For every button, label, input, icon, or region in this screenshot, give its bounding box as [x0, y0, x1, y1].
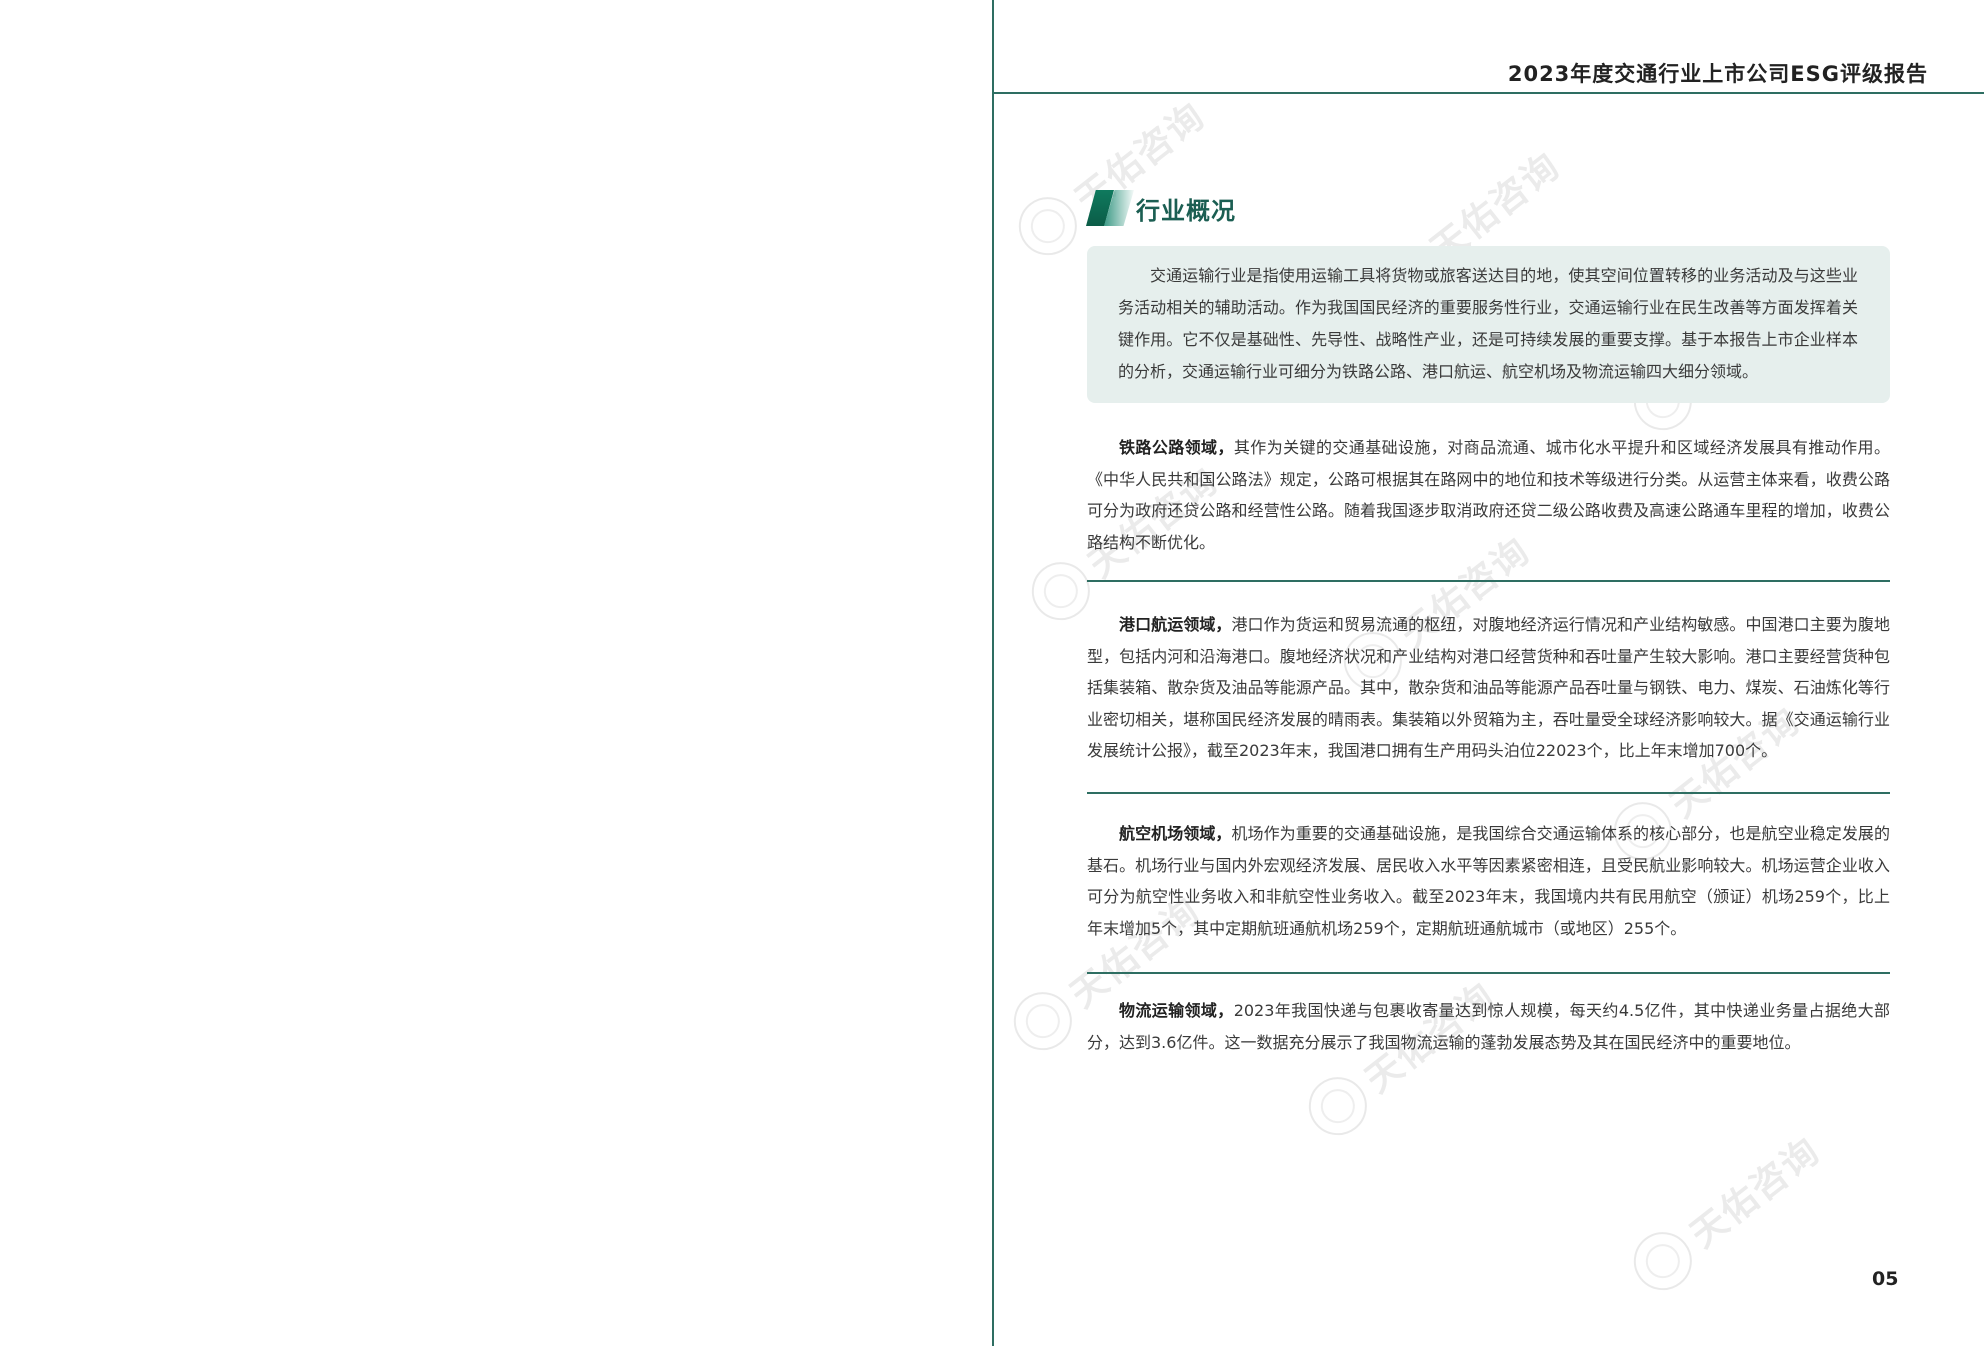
- domain-text: 2023年我国快递与包裹收寄量达到惊人规模，每天约4.5亿件，其中快递业务量占据…: [1087, 1001, 1890, 1052]
- domain-text: 其作为关键的交通基础设施，对商品流通、城市化水平提升和区域经济发展具有推动作用。…: [1087, 438, 1890, 552]
- intro-box: 交通运输行业是指使用运输工具将货物或旅客送达目的地，使其空间位置转移的业务活动及…: [1087, 246, 1890, 403]
- domain-paragraph: 物流运输领域，2023年我国快递与包裹收寄量达到惊人规模，每天约4.5亿件，其中…: [1087, 995, 1890, 1058]
- tyzx-seal-icon: [1297, 1065, 1379, 1147]
- watermark: 天佑咨询: [1622, 1121, 1831, 1302]
- section-divider: [1087, 792, 1890, 794]
- domain-text: 机场作为重要的交通基础设施，是我国综合交通运输体系的核心部分，也是航空业稳定发展…: [1087, 824, 1890, 938]
- domain-label: 港口航运领域，: [1119, 615, 1232, 634]
- tyzx-seal-icon: [1007, 185, 1089, 267]
- report-title: 2023年度交通行业上市公司ESG评级报告: [1507, 62, 1928, 86]
- domain-block-logistics: 物流运输领域，2023年我国快递与包裹收寄量达到惊人规模，每天约4.5亿件，其中…: [1087, 995, 1890, 1058]
- intro-paragraph: 交通运输行业是指使用运输工具将货物或旅客送达目的地，使其空间位置转移的业务活动及…: [1118, 266, 1858, 381]
- domain-block-aviation-airport: 航空机场领域，机场作为重要的交通基础设施，是我国综合交通运输体系的核心部分，也是…: [1087, 818, 1890, 944]
- header-divider: [993, 92, 1984, 94]
- watermark: 天佑咨询: [1007, 86, 1216, 267]
- heading-stripe-icon: [1086, 190, 1134, 226]
- domain-paragraph: 港口航运领域，港口作为货运和贸易流通的枢纽，对腹地经济运行情况和产业结构敏感。中…: [1087, 609, 1890, 767]
- page-spine: [992, 0, 994, 1346]
- domain-paragraph: 铁路公路领域，其作为关键的交通基础设施，对商品流通、城市化水平提升和区域经济发展…: [1087, 432, 1890, 558]
- tyzx-seal-icon: [1002, 980, 1084, 1062]
- domain-label: 铁路公路领域，: [1119, 438, 1234, 457]
- watermark-text: 天佑咨询: [1683, 1130, 1829, 1257]
- domain-paragraph: 航空机场领域，机场作为重要的交通基础设施，是我国综合交通运输体系的核心部分，也是…: [1087, 818, 1890, 944]
- domain-block-rail-road: 铁路公路领域，其作为关键的交通基础设施，对商品流通、城市化水平提升和区域经济发展…: [1087, 432, 1890, 558]
- section-heading: 行业概况: [1086, 190, 1236, 226]
- domain-label: 航空机场领域，: [1119, 824, 1232, 843]
- domain-block-port-shipping: 港口航运领域，港口作为货运和贸易流通的枢纽，对腹地经济运行情况和产业结构敏感。中…: [1087, 609, 1890, 767]
- domain-label: 物流运输领域，: [1119, 1001, 1234, 1020]
- page-number: 05: [1872, 1268, 1899, 1290]
- section-divider: [1087, 972, 1890, 974]
- tyzx-seal-icon: [1622, 1220, 1704, 1302]
- domain-text: 港口作为货运和贸易流通的枢纽，对腹地经济运行情况和产业结构敏感。中国港口主要为腹…: [1087, 615, 1890, 760]
- section-title: 行业概况: [1136, 196, 1236, 225]
- section-divider: [1087, 580, 1890, 582]
